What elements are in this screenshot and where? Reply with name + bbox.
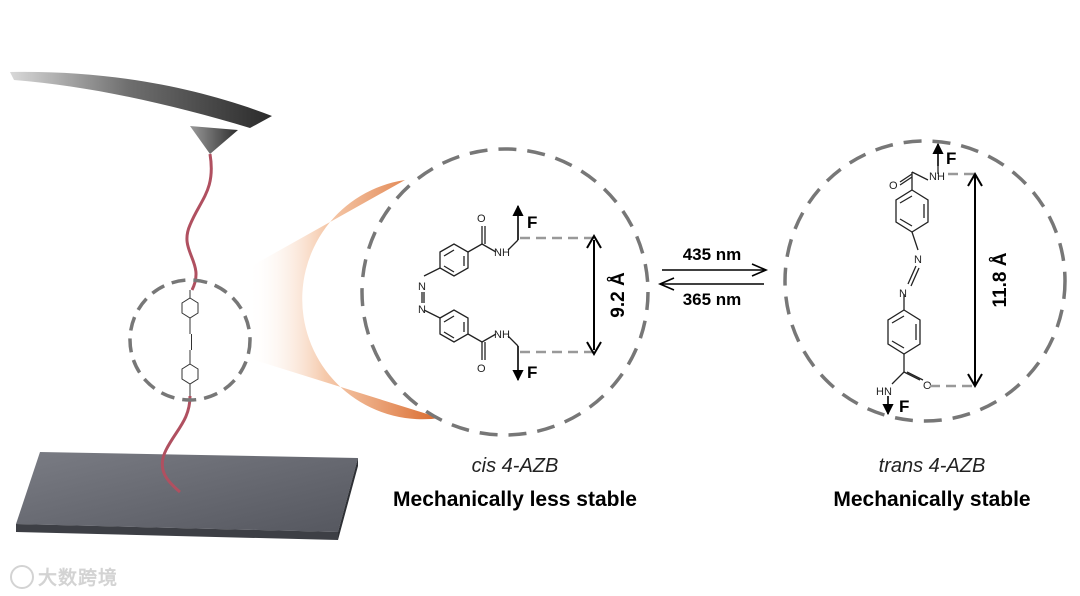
trans-oxygen-bottom: O <box>923 380 932 392</box>
trans-zoom-circle <box>783 139 1067 423</box>
cis-azo-n2: N <box>418 304 426 316</box>
trans-azo-n2: N <box>899 288 907 300</box>
zoom-cone <box>248 180 440 420</box>
cis-molecule <box>421 226 519 360</box>
watermark: 大数跨境 <box>10 563 118 590</box>
polymer-strand-top <box>185 153 213 291</box>
substrate-surface <box>16 452 358 540</box>
trans-nh-top: NH <box>929 171 945 183</box>
cis-oxygen-bottom: O <box>477 363 486 375</box>
cis-force-label-top: F <box>527 213 537 232</box>
cis-oxygen-top: O <box>477 213 486 225</box>
trans-force-label-top: F <box>946 149 956 168</box>
trans-force-label-bottom: F <box>899 397 909 416</box>
polymer-strand-bottom <box>160 395 192 494</box>
trans-nh-bottom: HN <box>876 386 892 398</box>
cis-distance-label: 9.2 Å <box>608 272 629 318</box>
cis-nh-top: NH <box>494 247 510 259</box>
cis-nh-bottom: NH <box>494 329 510 341</box>
watermark-text: 大数跨境 <box>38 568 119 589</box>
afm-cantilever <box>10 71 272 128</box>
watermark-logo-icon <box>10 565 34 589</box>
cis-zoom-circle <box>360 147 650 437</box>
trans-description: Mechanically stable <box>833 488 1031 511</box>
trans-azo-n1: N <box>914 254 922 266</box>
trans-name: trans 4-AZB <box>878 455 986 477</box>
mini-azobenzene <box>181 290 199 396</box>
trans-oxygen-top: O <box>889 180 898 192</box>
cis-name: cis 4-AZB <box>471 455 559 477</box>
trans-distance-label: 11.8 Å <box>990 252 1011 307</box>
trans-molecule <box>887 166 939 385</box>
afm-tip <box>190 126 238 154</box>
reverse-wavelength: 365 nm <box>683 290 742 309</box>
cis-description: Mechanically less stable <box>393 488 637 511</box>
cis-force-label-bottom: F <box>527 363 537 382</box>
forward-wavelength: 435 nm <box>683 245 742 264</box>
cis-azo-n1: N <box>418 281 426 293</box>
small-zoom-circle <box>128 278 252 402</box>
